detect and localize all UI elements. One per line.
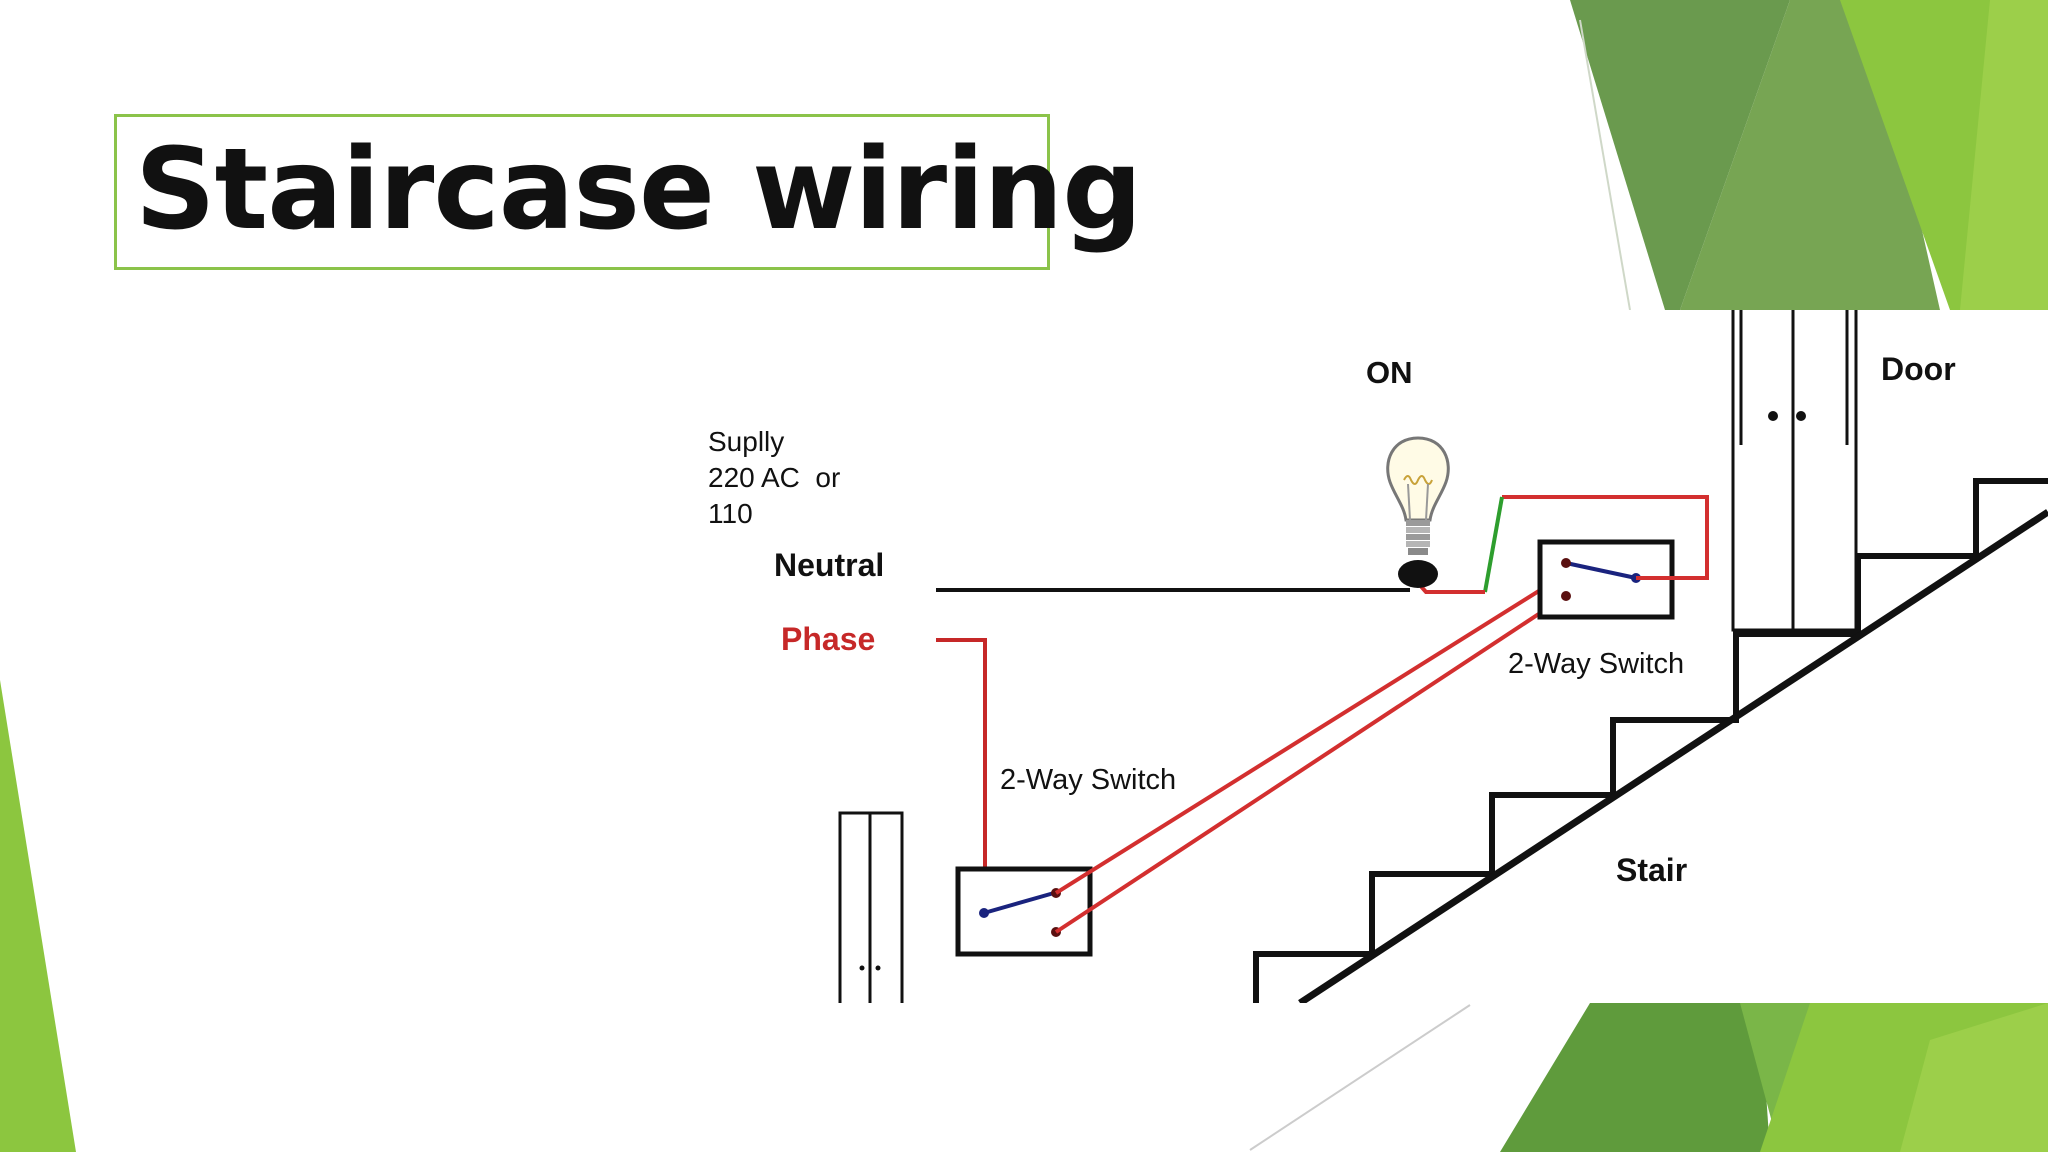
label-door: Door xyxy=(1881,351,1956,387)
facet-left xyxy=(0,680,76,1152)
facet-bottom-4 xyxy=(1900,1003,2048,1152)
label-supply-line2: 220 AC or xyxy=(708,462,840,493)
label-supply-line1: Suplly xyxy=(708,426,784,457)
label-switch-bottom: 2-Way Switch xyxy=(1000,764,1176,796)
light-bulb-icon xyxy=(1386,436,1450,588)
switch-top-contact-1 xyxy=(1561,558,1571,568)
label-on: ON xyxy=(1366,355,1413,390)
facet-bottom-line xyxy=(1249,1004,1471,1151)
label-phase: Phase xyxy=(781,621,875,657)
top-door xyxy=(1731,310,1858,632)
switch-return-wire xyxy=(1502,495,1709,580)
switch-bottom-lever xyxy=(983,891,1055,915)
label-switch-top: 2-Way Switch xyxy=(1508,648,1684,680)
facet-bottom-1 xyxy=(1500,1003,1770,1152)
page-title: Staircase wiring xyxy=(135,125,1142,255)
label-neutral: Neutral xyxy=(774,547,884,583)
facet-top-4 xyxy=(1960,0,2048,310)
strap-wire-2 xyxy=(1054,594,1568,934)
label-supply-line3: 110 xyxy=(708,498,753,529)
green-wire xyxy=(1483,496,1504,593)
switch-top-lever xyxy=(1565,561,1637,580)
bottom-door xyxy=(838,811,904,1003)
switch-bottom-pivot xyxy=(979,908,989,918)
switch-top-contact-2 xyxy=(1561,591,1571,601)
staircase xyxy=(1253,478,2048,1003)
facet-top-line xyxy=(1579,19,1631,311)
diagram-background xyxy=(676,310,2048,1003)
facet-top-1 xyxy=(1570,0,1790,310)
label-stair: Stair xyxy=(1616,852,1687,888)
strap-wire-1 xyxy=(1054,572,1568,895)
switch-top-box xyxy=(1537,539,1675,620)
title-box: Staircase wiring xyxy=(114,114,1142,270)
switch-bottom-box xyxy=(955,866,1093,957)
staircase-wiring-diagram: ON Suplly 220 AC or 110 Neutral Phase 2-… xyxy=(676,310,2048,1003)
